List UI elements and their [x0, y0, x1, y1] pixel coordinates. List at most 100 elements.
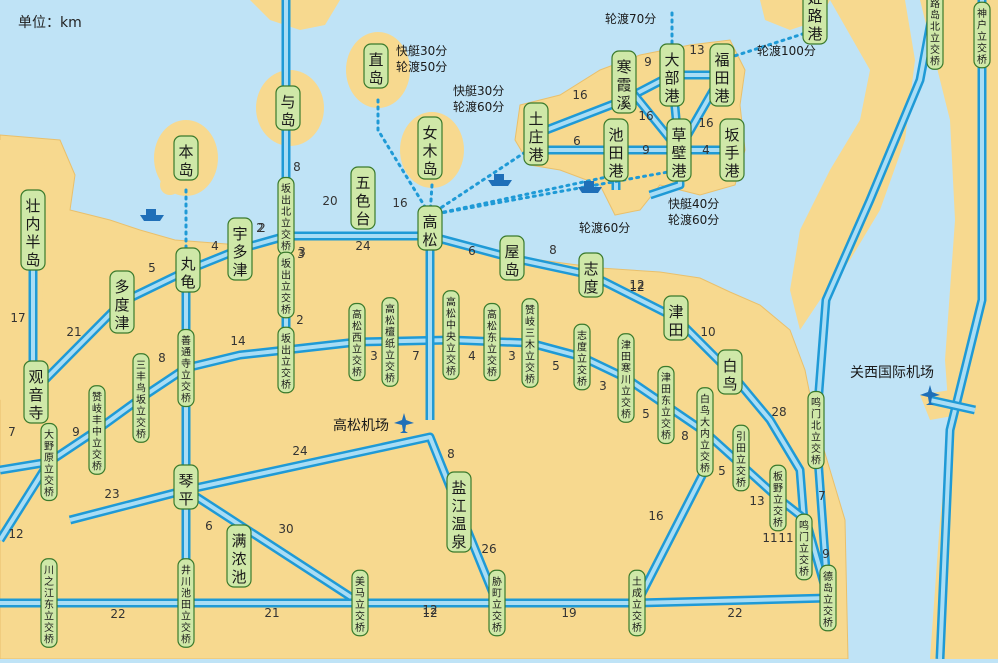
node-takamatsu[interactable]: 高松 — [417, 205, 443, 251]
node-sakate[interactable]: 坂手港 — [719, 118, 745, 182]
node-himeji[interactable]: 姬路港 — [802, 0, 828, 45]
island-2[interactable]: 直岛 — [363, 43, 389, 89]
node-tadotsu-char: 津 — [114, 314, 129, 332]
node-kawanoe-char: 桥 — [44, 633, 54, 645]
node-sakaide-char: 立 — [281, 280, 291, 293]
node-shonai-char: 内 — [25, 215, 40, 233]
node-awaji_top-char: 路 — [930, 0, 940, 10]
node-shirotori[interactable]: 白鸟 — [717, 349, 743, 395]
node-takamatsu_danshi-char: 桥 — [385, 372, 395, 384]
node-shido[interactable]: 志度 — [578, 252, 604, 298]
node-kankakei-char: 霞 — [616, 76, 631, 94]
node-itano-char: 交 — [773, 504, 783, 517]
node-onohara-char: 原 — [44, 452, 54, 464]
node-himeji-char: 路 — [807, 7, 822, 25]
distance-label: 28 — [771, 405, 786, 419]
island-1[interactable]: 与岛 — [275, 85, 301, 131]
top-strip — [250, 0, 340, 30]
node-dosei-char: 桥 — [632, 622, 642, 634]
island-3[interactable]: 女木岛 — [417, 116, 443, 180]
node-onohara-char: 桥 — [44, 487, 54, 499]
node-kobe_awaji-char: 神 — [977, 7, 987, 20]
node-wakimachi-char: 町 — [492, 588, 502, 599]
node-naruto-char: 桥 — [799, 566, 809, 578]
node-tonosho[interactable]: 土庄港 — [523, 102, 549, 166]
node-sakaide2-char: 坂 — [281, 333, 291, 345]
node-himeji-char: 港 — [807, 25, 822, 43]
node-kusakabe[interactable]: 草壁港 — [666, 118, 692, 182]
distance-label: 7 — [412, 349, 420, 363]
node-takamatsu_danshi-char: 松 — [385, 314, 395, 327]
node-takamatsu_danshi-char: 立 — [385, 348, 395, 361]
node-kawanoe-char: 立 — [44, 609, 54, 622]
node-wakimachi-char: 胁 — [492, 575, 502, 588]
node-shonai-char: 半 — [25, 233, 40, 251]
ferry-route-5 — [428, 168, 681, 217]
node-tsuda_higashi-char: 立 — [661, 406, 671, 419]
node-takamatsu_higashi-char: 东 — [487, 331, 497, 344]
distance-label: 16 — [648, 509, 663, 523]
node-kusakabe-char: 草 — [671, 126, 686, 144]
node-marugame-char: 龟 — [180, 273, 195, 291]
node-shido_ic-char: 度 — [577, 340, 587, 353]
distance-label: 22 — [110, 607, 125, 621]
node-marugame[interactable]: 丸龟 — [175, 247, 201, 293]
distance-label: 9 — [72, 425, 80, 439]
node-sakaide_kita-char: 坂 — [281, 183, 291, 195]
node-goshikidai[interactable]: 五色台 — [350, 166, 376, 230]
node-kawanoe-char: 交 — [44, 621, 54, 634]
node-utazu[interactable]: 宇多津 — [227, 217, 253, 281]
node-kankakei[interactable]: 寒霞溪 — [611, 50, 637, 114]
node-kotohira[interactable]: 琴平 — [173, 464, 199, 510]
distance-label: 3 — [298, 245, 306, 259]
node-ikeda-char: 池 — [608, 126, 623, 144]
node-obe[interactable]: 大部港 — [659, 43, 685, 107]
node-mitoyo-char: 交 — [136, 416, 146, 429]
node-ikeda-char: 田 — [608, 144, 623, 162]
island-3-char: 女 — [422, 124, 437, 142]
airport-icon — [920, 385, 940, 405]
node-mitoyo-char: 立 — [136, 404, 146, 417]
node-sanuki_toyonaka-char: 交 — [92, 448, 102, 461]
node-tsuda[interactable]: 津田 — [663, 295, 689, 341]
node-awaji_top[interactable]: 淡路岛北立交桥 — [926, 0, 944, 70]
island-0[interactable]: 本岛 — [173, 135, 199, 181]
node-kanonji[interactable]: 观音寺 — [23, 360, 49, 424]
node-mannou[interactable]: 满浓池 — [226, 524, 252, 588]
distance-label: 5 — [642, 407, 650, 421]
node-ikeda[interactable]: 池田港 — [603, 118, 629, 182]
node-tadotsu[interactable]: 多度津 — [109, 270, 135, 334]
node-takamatsu_danshi-char: 交 — [385, 360, 395, 373]
node-fukuda[interactable]: 福田港 — [709, 43, 735, 107]
node-yashima[interactable]: 屋岛 — [499, 235, 525, 281]
